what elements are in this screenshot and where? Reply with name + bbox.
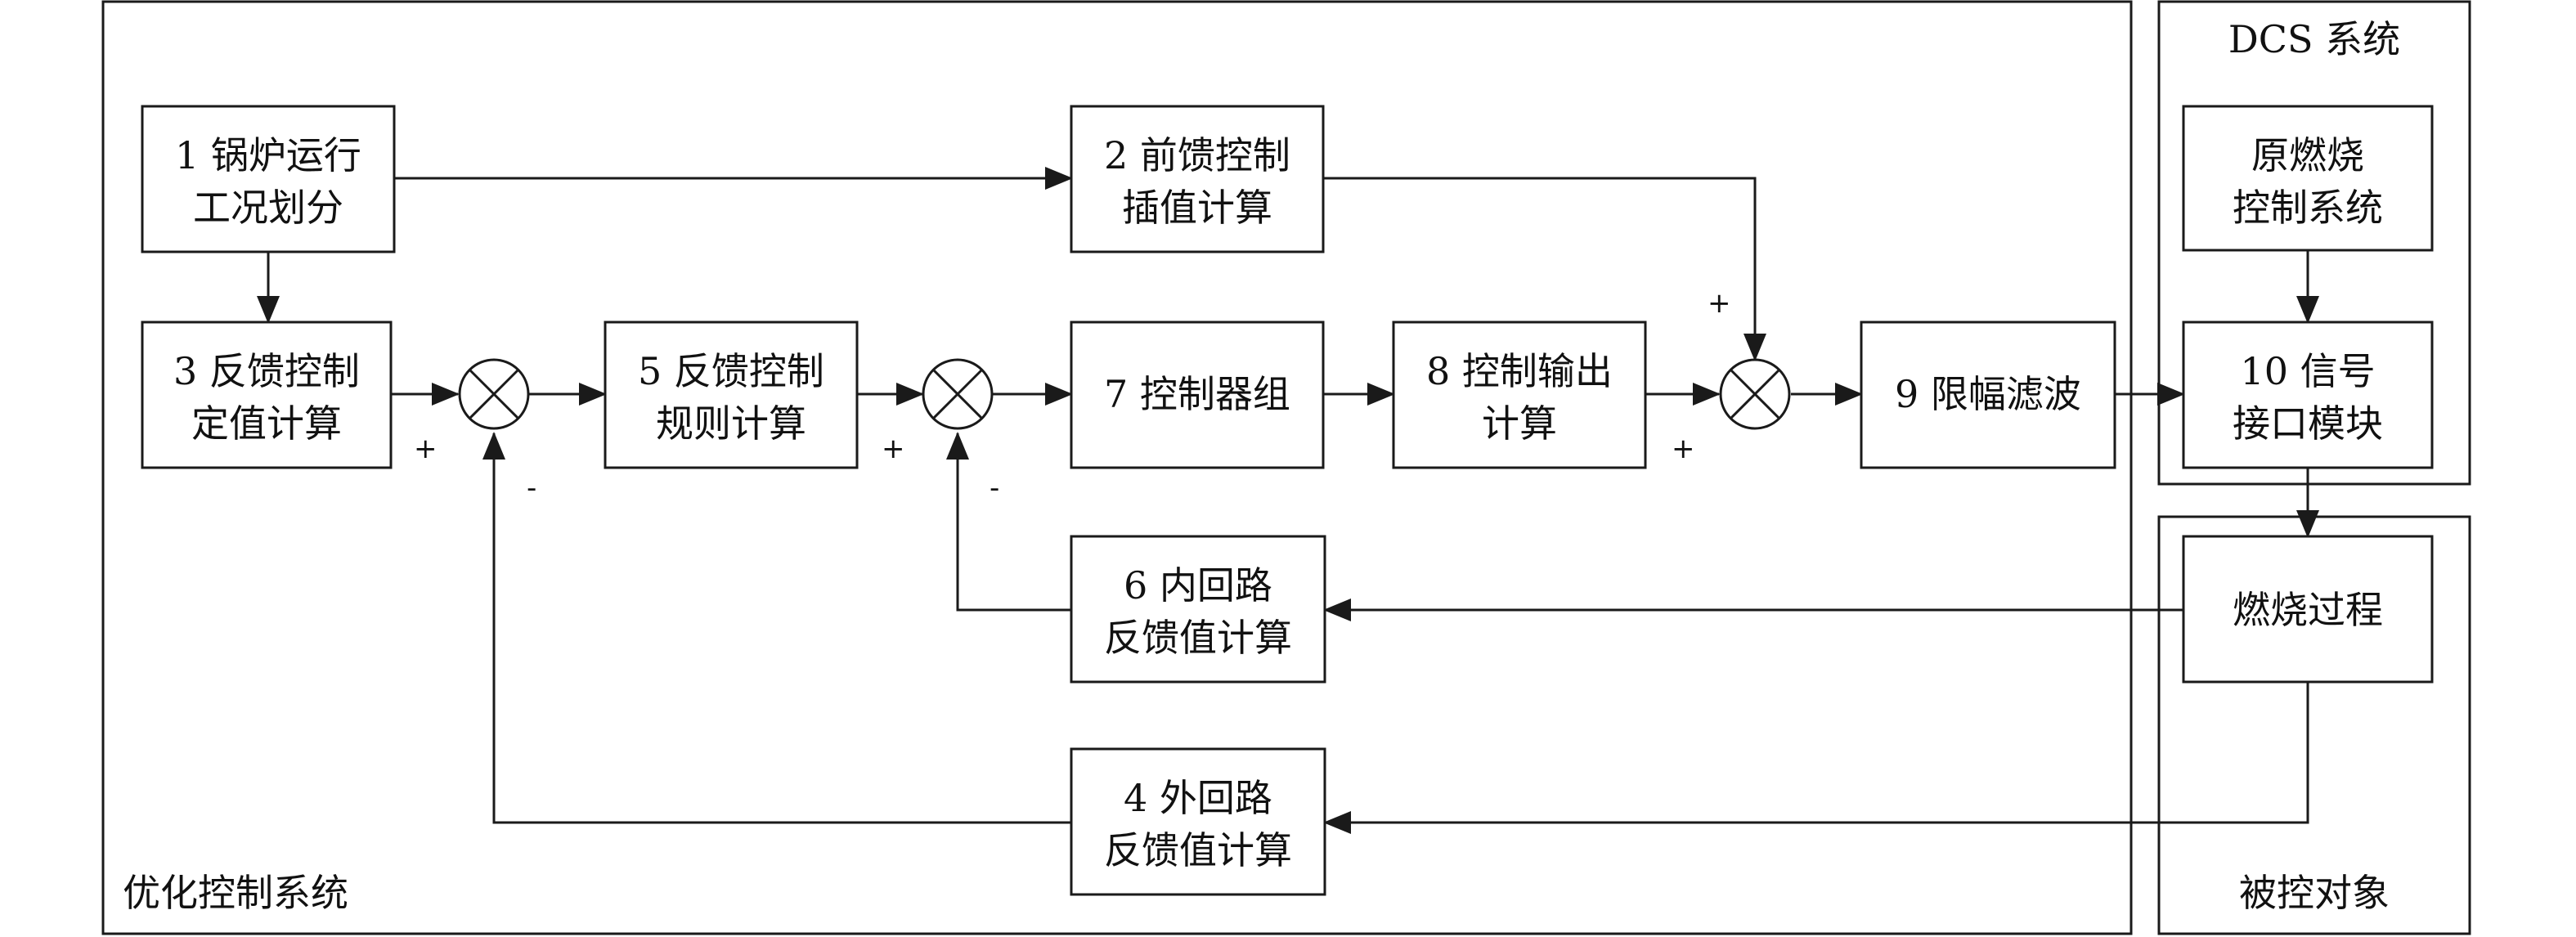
block-1: 1 锅炉运行 工况划分 <box>141 105 396 253</box>
svg-text:1 锅炉运行: 1 锅炉运行 <box>175 133 361 177</box>
svg-text:6 内回路: 6 内回路 <box>1124 563 1272 607</box>
summing-junction-2 <box>922 358 994 430</box>
summing-junction-1 <box>458 358 530 430</box>
svg-text:2 前馈控制: 2 前馈控制 <box>1104 133 1290 177</box>
sign-sum1-plus: + <box>414 433 438 465</box>
block-9: 9 限幅滤波 <box>1860 321 2116 469</box>
svg-text:8 控制输出: 8 控制输出 <box>1426 349 1613 393</box>
block-7: 7 控制器组 <box>1070 321 1325 469</box>
block-6: 6 内回路 反馈值计算 <box>1070 535 1326 684</box>
block-10: 10 信号 接口模块 <box>2182 321 2434 469</box>
sign-sum3-plus-left: + <box>1672 433 1695 465</box>
svg-text:控制系统: 控制系统 <box>2233 186 2383 230</box>
svg-text:原燃烧: 原燃烧 <box>2251 133 2364 177</box>
wire-combustion-to-4 <box>1323 682 2309 834</box>
sign-sum2-plus: + <box>882 433 905 465</box>
region-optimization-label: 优化控制系统 <box>123 871 348 915</box>
svg-text:10 信号: 10 信号 <box>2240 349 2375 393</box>
block-4: 4 外回路 反馈值计算 <box>1070 747 1326 896</box>
summing-junction-3 <box>1719 358 1791 430</box>
block-combustion-process: 燃烧过程 <box>2182 535 2434 684</box>
region-dcs-label: DCS 系统 <box>2228 17 2400 61</box>
region-plant-label: 被控对象 <box>2239 871 2390 915</box>
sign-sum3-plus-top: + <box>1708 287 1731 320</box>
svg-text:规则计算: 规则计算 <box>656 401 806 446</box>
svg-text:反馈值计算: 反馈值计算 <box>1104 616 1292 660</box>
svg-text:接口模块: 接口模块 <box>2233 401 2383 446</box>
sign-sum1-minus: - <box>527 472 536 504</box>
svg-text:9 限幅滤波: 9 限幅滤波 <box>1895 372 2081 416</box>
block-2: 2 前馈控制 插值计算 <box>1070 105 1325 253</box>
block-orig-combustion-control: 原燃烧 控制系统 <box>2182 105 2434 252</box>
block-8: 8 控制输出 计算 <box>1392 321 1647 469</box>
svg-text:计算: 计算 <box>1482 401 1557 446</box>
block-5: 5 反馈控制 规则计算 <box>604 321 859 469</box>
sign-sum2-minus: - <box>990 472 999 504</box>
svg-text:3 反馈控制: 3 反馈控制 <box>173 349 360 393</box>
region-optimization <box>101 0 2133 935</box>
wires <box>257 167 2319 834</box>
region-dcs <box>2157 0 2471 486</box>
wire-4-to-sum1 <box>482 432 1071 824</box>
wire-6-to-sum2 <box>946 432 1071 612</box>
svg-text:定值计算: 定值计算 <box>191 401 342 446</box>
svg-text:燃烧过程: 燃烧过程 <box>2233 588 2383 632</box>
svg-text:7 控制器组: 7 控制器组 <box>1104 372 1290 416</box>
svg-text:5 反馈控制: 5 反馈控制 <box>638 349 824 393</box>
svg-text:插值计算: 插值计算 <box>1122 186 1272 230</box>
wire-2-to-sum3 <box>1323 177 1766 361</box>
block-3: 3 反馈控制 定值计算 <box>141 321 393 469</box>
svg-text:工况划分: 工况划分 <box>193 186 343 230</box>
svg-text:4 外回路: 4 外回路 <box>1124 776 1272 820</box>
svg-text:反馈值计算: 反馈值计算 <box>1104 828 1292 872</box>
